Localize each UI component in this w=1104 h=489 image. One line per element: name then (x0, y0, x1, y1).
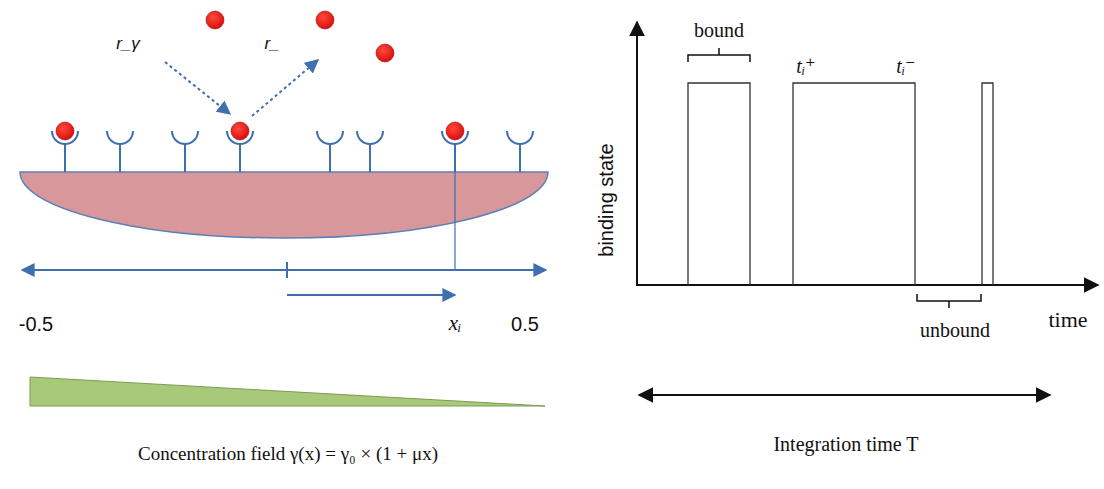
axis-tick-label: -0.5 (19, 313, 53, 335)
rate-label: r_ (264, 35, 279, 54)
time-mark-label: tᵢ⁺ (796, 55, 815, 77)
receptor-stem (119, 144, 121, 172)
unbound-bracket (917, 294, 981, 308)
concentration-wedge (30, 377, 545, 406)
receptor-cup (107, 131, 133, 144)
ligand (206, 11, 224, 29)
bound-bracket (688, 48, 750, 62)
receptor-stem (329, 144, 331, 172)
binding-pulses (688, 83, 993, 285)
bound-label: bound (694, 19, 744, 41)
ligand (376, 44, 394, 62)
receptor-stem (64, 144, 66, 172)
receptor-stem (369, 144, 371, 172)
receptor-stem (519, 144, 521, 172)
ligand (56, 122, 74, 140)
x-axis (636, 284, 1098, 286)
binding-rate-arrow (165, 62, 230, 114)
ligand (231, 122, 249, 140)
receptor-cup (507, 131, 533, 144)
receptor-cup (357, 131, 383, 144)
y-axis (636, 22, 638, 286)
unbound-label: unbound (920, 319, 990, 341)
receptor-stem (184, 144, 186, 172)
receptor-cup (317, 131, 343, 144)
unbinding-rate-arrow (252, 60, 318, 116)
axis-tick-label: 0.5 (511, 313, 539, 335)
axis-center-tick (286, 262, 288, 278)
position-leader (454, 150, 455, 270)
receptor-stem (239, 144, 241, 172)
time-mark-label: tᵢ⁻ (896, 55, 915, 77)
ligand (316, 11, 334, 29)
ligand (446, 122, 464, 140)
receptor-cup (172, 131, 198, 144)
cell-body (20, 172, 548, 238)
rate-label: r_γ (116, 35, 140, 54)
position-axis (22, 269, 546, 271)
axis-title: time (1048, 308, 1087, 332)
formula-caption: Concentration field γ(x) = γ₀ × (1 + μx) (138, 444, 438, 465)
integration-time-arrow (639, 394, 1050, 396)
position-arrow (287, 294, 455, 296)
ligand-group (56, 11, 464, 140)
integration-label: Integration time T (773, 433, 918, 455)
position-label: xᵢ (449, 312, 462, 335)
axis-title: binding state (595, 143, 617, 256)
